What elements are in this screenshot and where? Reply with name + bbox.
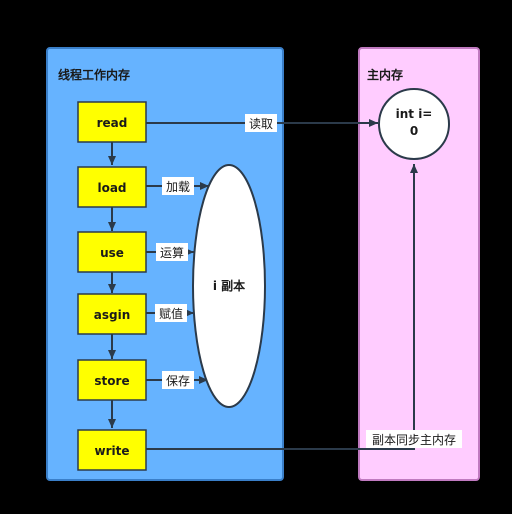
thread-memory-title: 线程工作内存 — [58, 67, 130, 82]
step-read-label: read — [97, 116, 128, 130]
svg-text:赋值: 赋值 — [159, 306, 183, 321]
step-write-label: write — [95, 444, 130, 458]
copy-ellipse — [192, 164, 266, 408]
step-use: use — [77, 231, 147, 273]
svg-text:保存: 保存 — [166, 374, 190, 388]
main-memory-title: 主内存 — [367, 67, 403, 82]
step-read: read — [77, 101, 147, 143]
arrow-write-main — [146, 164, 418, 450]
svg-text:副本同步主内存: 副本同步主内存 — [372, 433, 456, 447]
label-store: 保存 — [162, 371, 194, 389]
main-variable-line1: int i= — [396, 107, 433, 121]
copy-label: i 副本 — [213, 278, 245, 293]
label-asgin: 赋值 — [155, 304, 187, 322]
step-load-label: load — [97, 181, 126, 195]
step-write: write — [77, 429, 147, 471]
step-asgin-label: asgin — [94, 308, 131, 322]
label-read-flow: 读取 — [245, 114, 277, 132]
step-use-label: use — [100, 246, 124, 260]
svg-text:运算: 运算 — [160, 245, 184, 260]
label-use: 运算 — [156, 243, 188, 261]
label-sync-flow: 副本同步主内存 — [366, 430, 462, 448]
step-store-label: store — [94, 374, 129, 388]
step-asgin: asgin — [77, 293, 147, 335]
main-variable-line2: 0 — [410, 124, 418, 138]
svg-text:加载: 加载 — [166, 180, 190, 194]
main-variable-circle — [378, 88, 450, 160]
label-load: 加载 — [162, 177, 194, 195]
step-load: load — [77, 166, 147, 208]
main-memory-panel — [358, 47, 480, 481]
svg-text:读取: 读取 — [249, 117, 273, 131]
step-store: store — [77, 359, 147, 401]
